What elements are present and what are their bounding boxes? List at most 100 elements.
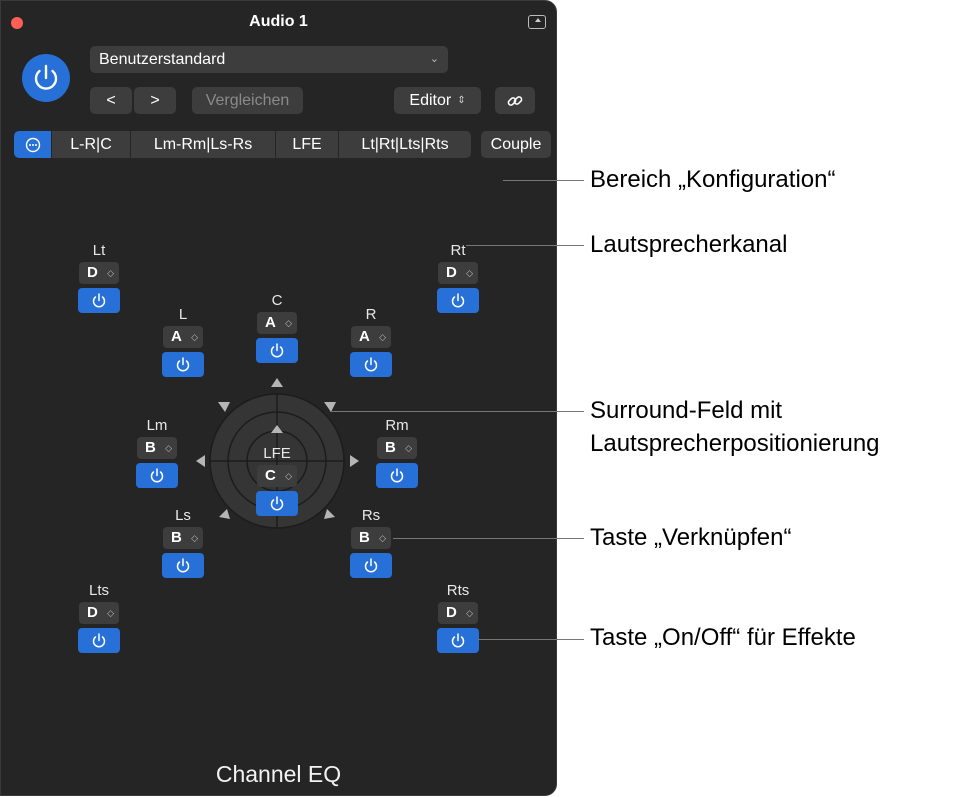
channel-value: D [87, 604, 98, 621]
power-icon [92, 633, 106, 648]
channel-label: Lts [88, 582, 109, 599]
channel-power-button[interactable] [78, 288, 120, 313]
expand-icon[interactable] [528, 15, 546, 29]
channel-select[interactable]: D◇ [438, 262, 478, 284]
channel-label: Ls [175, 507, 191, 524]
callout-line [330, 411, 584, 412]
power-icon [176, 558, 190, 573]
channel-value: B [145, 439, 156, 456]
channel-power-button[interactable] [136, 463, 178, 488]
power-icon [364, 558, 378, 573]
channel-select[interactable]: B◇ [137, 437, 177, 459]
plugin-window: Audio 1 Benutzerstandard ⌄ < > Vergleich… [0, 0, 557, 796]
channel-label: Rm [385, 417, 409, 434]
up-down-icon: ◇ [165, 443, 172, 453]
power-icon [364, 357, 378, 372]
config-tab-lfe[interactable]: LFE [276, 131, 339, 158]
up-down-icon: ◇ [191, 332, 198, 342]
power-icon [176, 357, 190, 372]
channel-value: D [446, 604, 457, 621]
speaker-marker-r [324, 402, 336, 412]
up-down-icon: ◇ [285, 471, 292, 481]
power-icon [270, 496, 284, 511]
channel-label: Lt [92, 242, 106, 259]
link-button[interactable] [495, 87, 535, 114]
window-title: Audio 1 [249, 13, 308, 30]
channel-power-button[interactable] [376, 463, 418, 488]
channel-label: C [271, 292, 283, 309]
editor-label: Editor [409, 91, 452, 109]
channel-select[interactable]: D◇ [79, 262, 119, 284]
more-icon [25, 137, 40, 152]
compare-button[interactable]: Vergleichen [192, 87, 303, 114]
channel-power-button[interactable] [78, 628, 120, 653]
previous-preset-button[interactable]: < [90, 87, 132, 114]
channel-power-button[interactable] [437, 288, 479, 313]
channel-select[interactable]: D◇ [438, 602, 478, 624]
couple-label: Couple [490, 135, 542, 153]
plugin-power-button[interactable] [22, 54, 70, 102]
config-tab-lm-rm-ls-rs[interactable]: Lm-Rm|Ls-Rs [131, 131, 276, 158]
callout-line [478, 639, 584, 640]
power-icon [34, 64, 58, 90]
channel-value: D [446, 264, 457, 281]
channel-select[interactable]: B◇ [163, 527, 203, 549]
channel-select[interactable]: A◇ [163, 326, 203, 348]
channel-select[interactable]: A◇ [351, 326, 391, 348]
preset-menu[interactable]: Benutzerstandard ⌄ [90, 46, 448, 73]
compare-label: Vergleichen [205, 91, 290, 109]
config-tab-lt-rt-lts-rts[interactable]: Lt|Rt|Lts|Rts [339, 131, 471, 158]
power-icon [270, 343, 284, 358]
surround-field[interactable] [191, 371, 371, 531]
tab-label: L-R|C [70, 135, 112, 153]
channel-label: Rts [446, 582, 470, 599]
next-preset-button[interactable]: > [134, 87, 176, 114]
next-label: > [150, 91, 160, 109]
channel-label: Rt [450, 242, 466, 259]
channel-select[interactable]: C◇ [257, 465, 297, 487]
callout-surround-line1: Surround-Feld mit [590, 397, 783, 424]
channel-label: Lm [146, 417, 168, 434]
channel-select[interactable]: B◇ [351, 527, 391, 549]
speaker-marker-ls [219, 509, 230, 519]
speaker-marker-l [218, 402, 230, 412]
channel-power-button[interactable] [256, 338, 298, 363]
channel-value: B [171, 529, 182, 546]
channel-label: LFE [263, 445, 291, 462]
channel-power-button[interactable] [162, 352, 204, 377]
tab-label: Lt|Rt|Lts|Rts [361, 135, 449, 153]
channel-select[interactable]: B◇ [377, 437, 417, 459]
channel-power-button[interactable] [437, 628, 479, 653]
channel-label: Rs [361, 507, 381, 524]
speaker-marker-rs [324, 509, 335, 519]
config-tab-options[interactable] [14, 131, 52, 158]
up-down-icon: ◇ [466, 608, 473, 618]
config-tab-lr-c[interactable]: L-R|C [52, 131, 131, 158]
callout-line [393, 538, 584, 539]
close-button[interactable] [11, 17, 23, 29]
channel-value: A [265, 314, 276, 331]
callout-line [503, 180, 584, 181]
tab-label: LFE [292, 135, 322, 153]
callout-line [466, 245, 584, 246]
channel-label: R [365, 306, 377, 323]
up-down-icon: ◇ [379, 533, 386, 543]
channel-power-button[interactable] [350, 553, 392, 578]
speaker-marker-lm [196, 455, 205, 467]
speaker-marker-c [271, 378, 283, 387]
power-icon [451, 633, 465, 648]
channel-power-button[interactable] [350, 352, 392, 377]
channel-power-button[interactable] [162, 553, 204, 578]
channel-select[interactable]: A◇ [257, 312, 297, 334]
link-icon [507, 95, 523, 106]
editor-button[interactable]: Editor ⇕ [394, 87, 481, 114]
channel-select[interactable]: D◇ [79, 602, 119, 624]
up-down-icon: ◇ [405, 443, 412, 453]
up-down-icon: ◇ [107, 608, 114, 618]
previous-label: < [106, 91, 116, 109]
up-down-icon: ⇕ [457, 95, 466, 106]
callout-onoff: Taste „On/Off“ für Effekte [590, 624, 856, 651]
channel-power-button[interactable] [256, 491, 298, 516]
couple-button[interactable]: Couple [481, 131, 551, 158]
channel-value: D [87, 264, 98, 281]
